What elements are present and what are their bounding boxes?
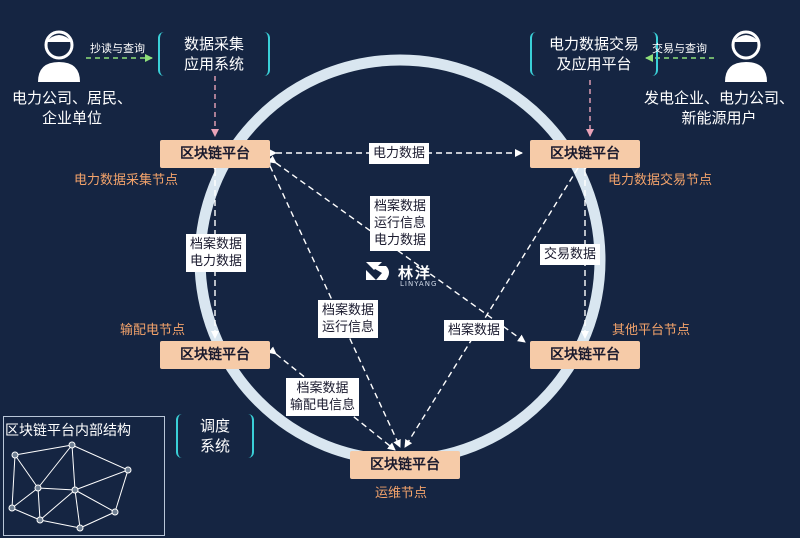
logo-name: 林洋 (398, 264, 433, 282)
edge-tl-to-mr (267, 155, 526, 343)
logo-subtitle: LINYANG (400, 280, 438, 288)
edge-label-center-1: 档案数据 (374, 199, 427, 214)
legend-nodes (8, 441, 132, 532)
edge-label-bottom-left: 档案数据 输配电信息 (286, 378, 360, 416)
edge-label-center-3: 电力数据 (374, 233, 427, 248)
node-label-other-platform: 其他平台节点 (612, 323, 691, 338)
right-users-text: 发电企业、电力公司、 新能源用户 (640, 88, 798, 128)
node-transmission[interactable]: 区块链平台 (160, 341, 270, 369)
edge-label-bottom-left-2: 输配电信息 (290, 398, 356, 413)
edge-label-mid: 档案数据 运行信息 (318, 300, 379, 338)
edge-label-left-2: 电力数据 (190, 254, 243, 269)
system-dispatch[interactable]: 调度 系统 (176, 414, 254, 458)
left-user-icon (38, 30, 80, 82)
right-users-line1: 发电企业、电力公司、 (643, 89, 794, 107)
node-label-data-trading: 电力数据交易节点 (608, 173, 713, 188)
left-users-text: 电力公司、居民、 企业单位 (4, 88, 140, 128)
system-trading-platform[interactable]: 电力数据交易 及应用平台 (530, 32, 658, 76)
read-query-label: 抄读与查询 (90, 42, 145, 55)
edge-label-right: 交易数据 (540, 244, 601, 265)
system-data-collection-line1: 数据采集 (183, 35, 244, 53)
edge-label-mid-2: 运行信息 (322, 320, 375, 335)
left-users-line2: 企业单位 (41, 109, 102, 127)
system-data-collection-line2: 应用系统 (183, 55, 244, 73)
node-label-data-collection: 电力数据采集节点 (74, 173, 179, 188)
edge-label-bottom-left-1: 档案数据 (296, 381, 349, 396)
node-label-transmission: 输配电节点 (120, 323, 186, 338)
system-data-collection[interactable]: 数据采集 应用系统 (158, 32, 270, 76)
edge-label-mid-right: 档案数据 (444, 320, 505, 341)
edge-label-top: 电力数据 (369, 143, 430, 164)
legend-network (11, 444, 129, 529)
edge-label-mid-1: 档案数据 (322, 303, 375, 318)
right-users-line2: 新能源用户 (681, 109, 757, 127)
left-users-line1: 电力公司、居民、 (11, 89, 132, 107)
linyang-logo-icon (366, 262, 389, 280)
node-data-trading[interactable]: 区块链平台 (530, 140, 640, 168)
node-data-collection[interactable]: 区块链平台 (160, 140, 270, 168)
system-dispatch-line2: 系统 (199, 437, 230, 455)
edge-label-center-2: 运行信息 (374, 216, 427, 231)
system-trading-line1: 电力数据交易 (548, 35, 639, 53)
edge-ml-to-bottom (268, 346, 396, 451)
node-other-platform[interactable]: 区块链平台 (530, 341, 640, 369)
legend-box (3, 416, 165, 536)
edge-tr-to-bottom (404, 159, 586, 448)
edge-label-left-1: 档案数据 (190, 237, 243, 252)
edge-label-left: 档案数据 电力数据 (186, 234, 247, 272)
edge-label-center: 档案数据 运行信息 电力数据 (370, 196, 431, 251)
system-dispatch-line1: 调度 (199, 417, 230, 435)
trade-query-label: 交易与查询 (652, 42, 707, 55)
node-label-operations: 运维节点 (375, 486, 428, 501)
right-user-icon (725, 30, 767, 82)
system-trading-line2: 及应用平台 (556, 55, 632, 73)
legend-title: 区块链平台内部结构 (5, 423, 131, 439)
node-operations[interactable]: 区块链平台 (350, 451, 460, 479)
